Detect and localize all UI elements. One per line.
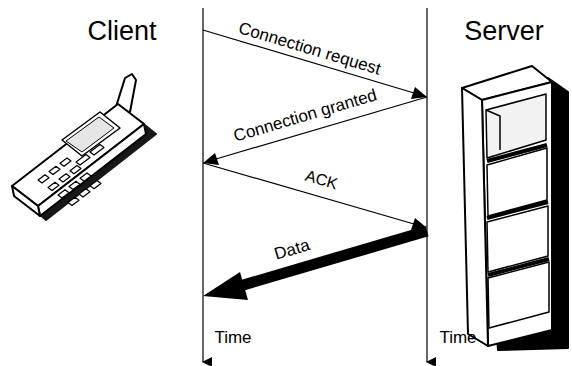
phone-key bbox=[60, 158, 71, 166]
message-label: Connection request bbox=[237, 19, 383, 77]
phone-illustration bbox=[12, 74, 156, 220]
message-arrows bbox=[203, 30, 427, 300]
server-lifeline bbox=[426, 8, 427, 362]
phone-key bbox=[38, 175, 49, 183]
phone-key bbox=[59, 174, 70, 182]
heading: Server bbox=[464, 18, 544, 45]
message-label: Connection granted bbox=[231, 86, 378, 144]
phone-key bbox=[76, 145, 104, 166]
message-label: Data bbox=[272, 236, 311, 263]
phone-key bbox=[79, 189, 90, 197]
axis-label: Time bbox=[214, 329, 251, 346]
axis-label: Time bbox=[439, 329, 476, 346]
phone-key bbox=[90, 180, 101, 188]
server-illustration bbox=[462, 66, 568, 350]
message-label: ACK bbox=[303, 168, 339, 193]
phone-key bbox=[68, 197, 79, 205]
phone-key bbox=[80, 173, 91, 181]
phone-key bbox=[58, 190, 69, 198]
heading: Client bbox=[87, 18, 156, 45]
client-lifeline bbox=[202, 8, 203, 362]
phone-key bbox=[69, 181, 80, 189]
phone-key bbox=[70, 165, 81, 173]
phone-key bbox=[49, 166, 60, 174]
phone-key bbox=[48, 182, 59, 190]
